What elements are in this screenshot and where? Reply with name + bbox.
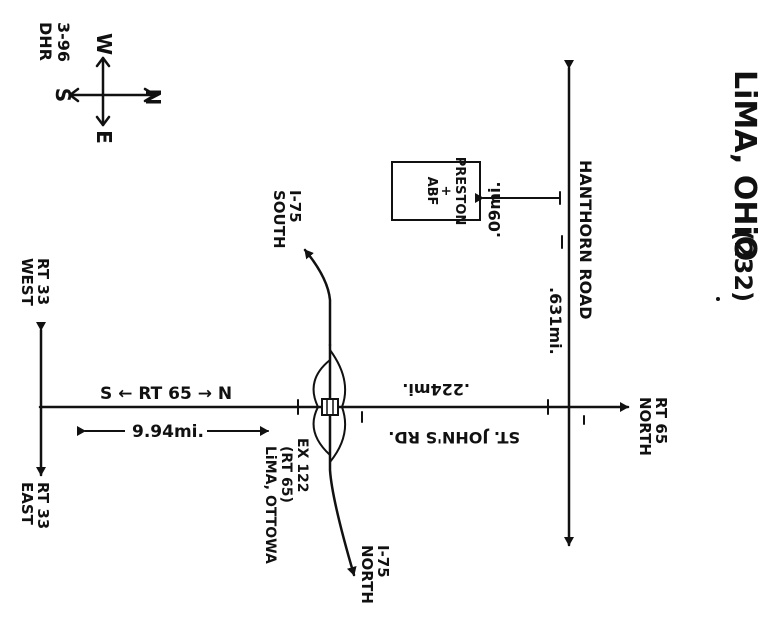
compass-w-label: W	[92, 33, 116, 55]
i75-north-label-1: I-75	[374, 545, 392, 578]
distance-009-label: .09mi.	[485, 181, 504, 238]
rt65-north-label-1: RT 65	[652, 397, 670, 444]
author-text: DHR	[36, 22, 55, 61]
i75-north-label-2: NORTH	[358, 545, 376, 604]
exit-label-2: (RT 65)	[278, 446, 294, 503]
business-line2: +	[438, 186, 453, 197]
st-johns-road-label: ST. JOHN'S RD.	[388, 428, 520, 447]
compass-w-arrow	[95, 56, 111, 68]
compass-e-arrow	[95, 115, 111, 127]
title-dot	[716, 297, 720, 301]
rt33-east-label-1: RT 33	[34, 482, 52, 529]
rt65-north-label-2: NORTH	[636, 397, 654, 456]
i75-south-label-2: SOUTH	[270, 190, 288, 249]
hanthorn-road-label: HANTHORN ROAD	[576, 160, 595, 320]
business-border	[391, 161, 481, 221]
interchange-bridge	[321, 398, 339, 416]
terminal-code: (232)	[729, 230, 757, 302]
exit-label-3: LiMA, OTTOWA	[262, 446, 278, 564]
business-box: ABF + PRESTON	[391, 157, 481, 226]
i75-south-line	[303, 248, 332, 347]
title: LiMA, OHiO (232)	[727, 70, 762, 302]
date-note: 3-96 DHR	[36, 22, 73, 62]
rt33-west-label-1: RT 33	[34, 258, 52, 305]
business-line1: ABF	[424, 177, 439, 206]
distance-994-gap	[125, 420, 207, 442]
ramp-west	[312, 359, 331, 456]
distance-224-label: .224mi.	[402, 380, 470, 399]
rt33-west-label-2: WEST	[18, 258, 36, 307]
compass-n-label: N	[141, 89, 165, 106]
compass-s-label: S	[51, 88, 75, 102]
rt65-direction-label: S ← RT 65 → N	[100, 384, 232, 404]
distance-631-label: .631mi.	[546, 287, 565, 355]
city-title: LiMA, OHiO	[727, 70, 762, 261]
ramp-east	[329, 349, 346, 463]
exit-label-1: EX 122	[294, 438, 310, 492]
distance-994-label: 9.94mi.	[132, 422, 204, 442]
compass-n-arrow	[143, 87, 157, 103]
compass-e-label: E	[92, 130, 116, 144]
rt33-east-label-2: EAST	[18, 482, 36, 526]
business-line3: PRESTON	[452, 157, 467, 226]
compass-s-arrow	[68, 87, 80, 103]
date-text: 3-96	[54, 22, 73, 62]
i75-north-line	[328, 343, 357, 577]
compass: W S N E	[51, 33, 165, 144]
i75-south-label-1: I-75	[286, 190, 304, 223]
